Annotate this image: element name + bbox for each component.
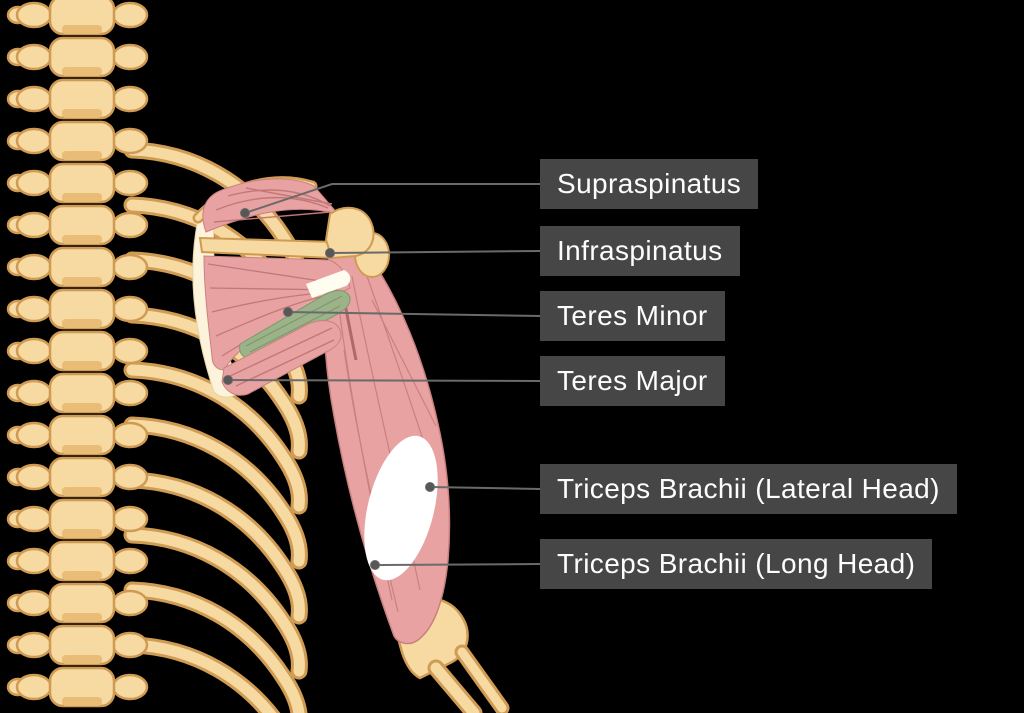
- teres-minor-pointer-dot: [283, 307, 293, 317]
- triceps-lateral-pointer-dot: [425, 482, 435, 492]
- teres-major-muscle: [221, 320, 342, 396]
- leader-lines: [227, 183, 541, 566]
- label-infraspinatus: Infraspinatus: [540, 226, 740, 276]
- pointer-dots: [223, 208, 435, 570]
- ribs: [132, 150, 299, 713]
- vertebral-column: [6, 0, 149, 708]
- teres-minor-leader-line: [287, 311, 541, 317]
- scapular-spine-bone: [198, 236, 336, 260]
- triceps-tendon-oval: [364, 435, 438, 581]
- acromion-bone: [324, 206, 375, 260]
- infraspinatus-pointer-dot: [325, 248, 335, 258]
- teres-major-pointer-dot: [223, 375, 233, 385]
- teres-minor-muscle: [239, 290, 351, 359]
- triceps-long-pointer-dot: [370, 560, 380, 570]
- teres-major-leader-line: [227, 379, 541, 382]
- triceps-lateral-leader-line: [429, 486, 541, 490]
- supraspinatus-leader-line: [244, 183, 540, 214]
- label-triceps-long-head: Triceps Brachii (Long Head): [540, 539, 933, 589]
- label-teres-minor: Teres Minor: [540, 291, 725, 341]
- label-supraspinatus: Supraspinatus: [540, 159, 759, 209]
- infraspinatus-leader-line: [329, 250, 541, 254]
- label-triceps-lateral-head: Triceps Brachii (Lateral Head): [540, 464, 957, 514]
- supraspinatus-pointer-dot: [240, 208, 250, 218]
- teres-minor-tendon: [306, 270, 351, 298]
- triceps-long-leader-line: [374, 563, 541, 566]
- label-teres-major: Teres Major: [540, 356, 725, 406]
